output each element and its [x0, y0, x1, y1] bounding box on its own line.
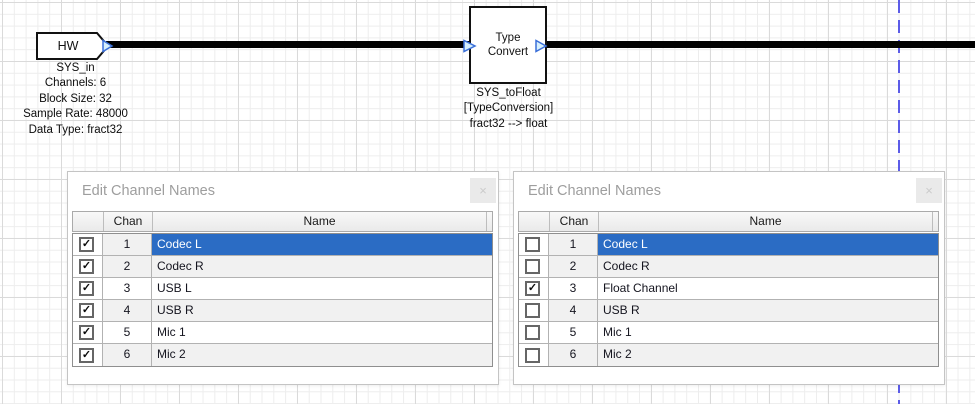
name-cell[interactable]: USB R	[152, 300, 492, 321]
table-row: 1 Codec L	[519, 234, 938, 256]
table-row: ✓ 2 Codec R	[73, 256, 492, 278]
chan-cell[interactable]: 2	[549, 256, 598, 277]
channel-checkbox[interactable]: ✓	[79, 237, 94, 252]
table-row: ✓ 5 Mic 1	[73, 322, 492, 344]
channel-table: Chan Name 1 Codec L 2 Codec R ✓ 3	[518, 211, 939, 367]
type-convert-input-pin-icon[interactable]	[463, 39, 477, 53]
chan-cell[interactable]: 5	[549, 322, 598, 343]
header-name[interactable]: Name	[152, 212, 486, 231]
name-cell[interactable]: USB L	[157, 281, 192, 295]
close-icon[interactable]: ×	[916, 178, 942, 203]
header-checkbox-column	[73, 212, 103, 231]
chan-cell[interactable]: 4	[103, 300, 152, 321]
dialog-titlebar[interactable]: Edit Channel Names ×	[68, 172, 498, 211]
dialog-titlebar[interactable]: Edit Channel Names ×	[514, 172, 944, 211]
channel-checkbox[interactable]	[525, 237, 540, 252]
channel-checkbox[interactable]	[525, 325, 540, 340]
channel-checkbox[interactable]: ✓	[79, 281, 94, 296]
name-cell[interactable]: Codec L	[152, 234, 492, 255]
channel-checkbox[interactable]: ✓	[79, 303, 94, 318]
close-icon[interactable]: ×	[470, 178, 496, 203]
name-cell[interactable]: Codec L	[598, 234, 938, 255]
type-convert-output-pin-icon[interactable]	[535, 39, 548, 53]
name-cell[interactable]: USB R	[598, 300, 938, 321]
channel-checkbox[interactable]: ✓	[79, 325, 94, 340]
name-cell[interactable]: Mic 2	[598, 344, 938, 366]
table-row: ✓ 1 Codec L	[73, 234, 492, 256]
chan-cell[interactable]: 1	[549, 234, 598, 255]
table-row: ✓ 3 USB L	[73, 278, 492, 300]
hw-block-channels: Channels: 6	[44, 77, 107, 90]
channel-table-header: Chan Name	[518, 211, 939, 232]
wire-segment-right[interactable]	[543, 41, 975, 48]
type-convert-block-label: Type Convert	[487, 32, 529, 58]
type-convert-caption: SYS_toFloat [TypeConversion] fract32 -->…	[436, 86, 581, 132]
channel-checkbox[interactable]	[525, 347, 540, 363]
header-end-spacer	[932, 212, 938, 231]
chan-cell[interactable]: 3	[549, 278, 598, 299]
hw-block-label: HW	[57, 39, 79, 53]
channel-table: Chan Name ✓ 1 Codec L ✓ 2 Codec R ✓ 3	[72, 211, 493, 367]
chan-cell[interactable]: 1	[103, 234, 152, 255]
type-convert-conversion: fract32 --> float	[469, 117, 548, 130]
chan-cell[interactable]: 6	[103, 344, 152, 366]
channel-table-header: Chan Name	[72, 211, 493, 232]
dialog-title: Edit Channel Names	[528, 183, 661, 199]
hw-block-blocksize: Block Size: 32	[39, 92, 112, 105]
hw-block-datatype: Data Type: fract32	[28, 123, 123, 136]
table-row: ✓ 4 USB R	[73, 300, 492, 322]
header-chan[interactable]: Chan	[103, 212, 152, 231]
hw-block-name: SYS_in	[56, 62, 95, 74]
header-end-spacer	[486, 212, 492, 231]
channel-table-body: ✓ 1 Codec L ✓ 2 Codec R ✓ 3 USB L ✓ 4	[72, 233, 493, 367]
name-cell[interactable]: Mic 1	[603, 325, 632, 339]
channel-table-body: 1 Codec L 2 Codec R ✓ 3 Float Channel 4 …	[518, 233, 939, 367]
channel-checkbox[interactable]: ✓	[525, 281, 540, 296]
chan-cell[interactable]: 5	[103, 322, 152, 343]
hw-block-caption: SYS_in Channels: 6 Block Size: 32 Sample…	[3, 61, 148, 138]
table-row: ✓ 3 Float Channel	[519, 278, 938, 300]
chan-cell[interactable]: 4	[549, 300, 598, 321]
name-cell[interactable]: Mic 2	[152, 344, 492, 366]
table-row: 6 Mic 2	[519, 344, 938, 366]
type-convert-block[interactable]	[469, 6, 547, 84]
channel-checkbox[interactable]	[525, 259, 540, 274]
type-convert-class: [TypeConversion]	[463, 102, 554, 115]
edit-channel-names-dialog-left: Edit Channel Names × Chan Name ✓ 1 Codec…	[67, 171, 499, 385]
hw-output-pin-icon[interactable]	[102, 39, 114, 53]
name-cell[interactable]: Mic 1	[157, 325, 186, 339]
table-row: 2 Codec R	[519, 256, 938, 278]
wire-segment-left[interactable]	[106, 41, 470, 48]
hw-block-samplerate: Sample Rate: 48000	[23, 108, 128, 121]
channel-checkbox[interactable]: ✓	[79, 259, 94, 274]
chan-cell[interactable]: 2	[103, 256, 152, 277]
name-cell[interactable]: Codec R	[598, 256, 938, 277]
name-cell[interactable]: Codec R	[152, 256, 492, 277]
header-name[interactable]: Name	[598, 212, 932, 231]
table-row: 5 Mic 1	[519, 322, 938, 344]
channel-checkbox[interactable]: ✓	[79, 347, 94, 363]
table-row: ✓ 6 Mic 2	[73, 344, 492, 366]
header-checkbox-column	[519, 212, 549, 231]
table-row: 4 USB R	[519, 300, 938, 322]
name-cell[interactable]: Float Channel	[603, 281, 678, 295]
header-chan[interactable]: Chan	[549, 212, 598, 231]
type-convert-name: SYS_toFloat	[476, 87, 541, 99]
dialog-title: Edit Channel Names	[82, 183, 215, 199]
channel-checkbox[interactable]	[525, 303, 540, 318]
chan-cell[interactable]: 6	[549, 344, 598, 366]
chan-cell[interactable]: 3	[103, 278, 152, 299]
edit-channel-names-dialog-right: Edit Channel Names × Chan Name 1 Codec L…	[513, 171, 945, 385]
